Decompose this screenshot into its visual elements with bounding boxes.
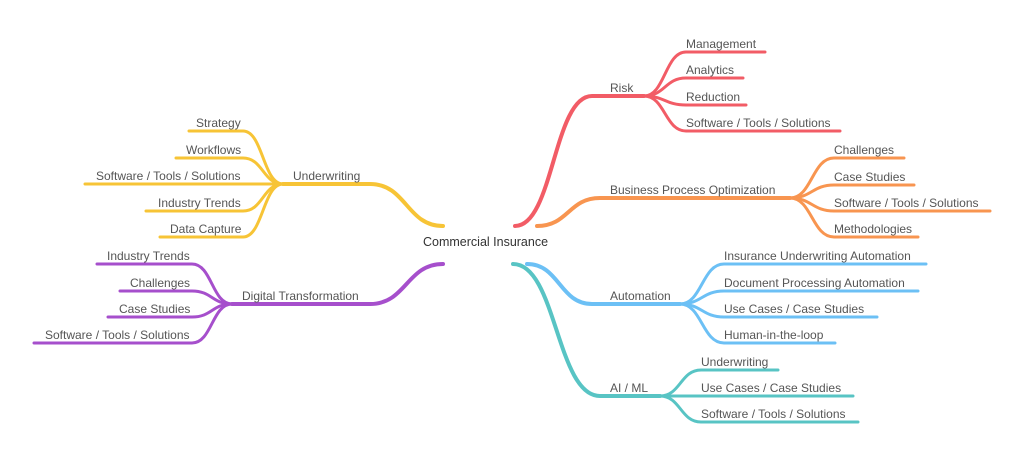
branch-line-underwriting bbox=[281, 182, 445, 228]
branch-node-business-process-optimization[interactable]: Business Process Optimization bbox=[610, 183, 776, 197]
child-node-automation-document-processing-automation[interactable]: Document Processing Automation bbox=[724, 276, 905, 290]
branch-node-automation[interactable]: Automation bbox=[610, 289, 671, 303]
branch-line-ai-ml bbox=[511, 262, 662, 398]
child-node-digital-transformation-case-studies[interactable]: Case Studies bbox=[119, 302, 191, 316]
child-line-underwriting bbox=[158, 182, 285, 239]
child-node-underwriting-data-capture[interactable]: Data Capture bbox=[170, 222, 242, 236]
branch-node-underwriting[interactable]: Underwriting bbox=[293, 169, 361, 183]
child-node-risk-software-tools-solutions[interactable]: Software / Tools / Solutions bbox=[686, 116, 831, 130]
child-node-automation-human-in-the-loop[interactable]: Human-in-the-loop bbox=[724, 328, 824, 342]
child-node-risk-management[interactable]: Management bbox=[686, 37, 757, 51]
child-node-digital-transformation-challenges[interactable]: Challenges bbox=[130, 276, 191, 290]
branch-node-ai-ml[interactable]: AI / ML bbox=[610, 381, 649, 395]
branch-node-risk[interactable]: Risk bbox=[610, 81, 634, 95]
child-node-risk-reduction[interactable]: Reduction bbox=[686, 90, 741, 104]
child-node-business-process-optimization-software-tools-solutions[interactable]: Software / Tools / Solutions bbox=[834, 196, 979, 210]
child-node-digital-transformation-software-tools-solutions[interactable]: Software / Tools / Solutions bbox=[45, 328, 190, 342]
child-node-business-process-optimization-methodologies[interactable]: Methodologies bbox=[834, 222, 913, 236]
branch-line-digital-transformation bbox=[230, 262, 445, 306]
child-node-underwriting-workflows[interactable]: Workflows bbox=[186, 143, 242, 157]
child-node-automation-use-cases-case-studies[interactable]: Use Cases / Case Studies bbox=[724, 302, 865, 316]
child-node-risk-analytics[interactable]: Analytics bbox=[686, 63, 735, 77]
child-node-underwriting-industry-trends[interactable]: Industry Trends bbox=[158, 196, 241, 210]
branch-line-automation bbox=[525, 262, 682, 306]
child-node-ai-ml-use-cases-case-studies[interactable]: Use Cases / Case Studies bbox=[701, 381, 842, 395]
child-node-ai-ml-software-tools-solutions[interactable]: Software / Tools / Solutions bbox=[701, 407, 846, 421]
child-node-business-process-optimization-case-studies[interactable]: Case Studies bbox=[834, 170, 906, 184]
child-line-risk bbox=[642, 94, 842, 133]
child-node-underwriting-strategy[interactable]: Strategy bbox=[196, 116, 241, 130]
child-line-automation bbox=[678, 302, 837, 345]
child-node-digital-transformation-industry-trends[interactable]: Industry Trends bbox=[107, 249, 190, 263]
branch-node-digital-transformation[interactable]: Digital Transformation bbox=[242, 289, 359, 303]
root-node-commercial-insurance[interactable]: Commercial Insurance bbox=[417, 231, 555, 253]
child-node-business-process-optimization-challenges[interactable]: Challenges bbox=[834, 143, 895, 157]
child-line-digital-transformation bbox=[32, 302, 234, 345]
child-node-ai-ml-underwriting[interactable]: Underwriting bbox=[701, 355, 769, 369]
child-node-underwriting-software-tools-solutions[interactable]: Software / Tools / Solutions bbox=[96, 169, 241, 183]
child-line-business-process-optimization bbox=[788, 196, 920, 239]
branch-line-business-process-optimization bbox=[535, 196, 792, 228]
child-line-ai-ml bbox=[658, 394, 860, 424]
child-node-automation-insurance-underwriting-automation[interactable]: Insurance Underwriting Automation bbox=[724, 249, 911, 263]
branch-line-risk bbox=[513, 94, 646, 228]
